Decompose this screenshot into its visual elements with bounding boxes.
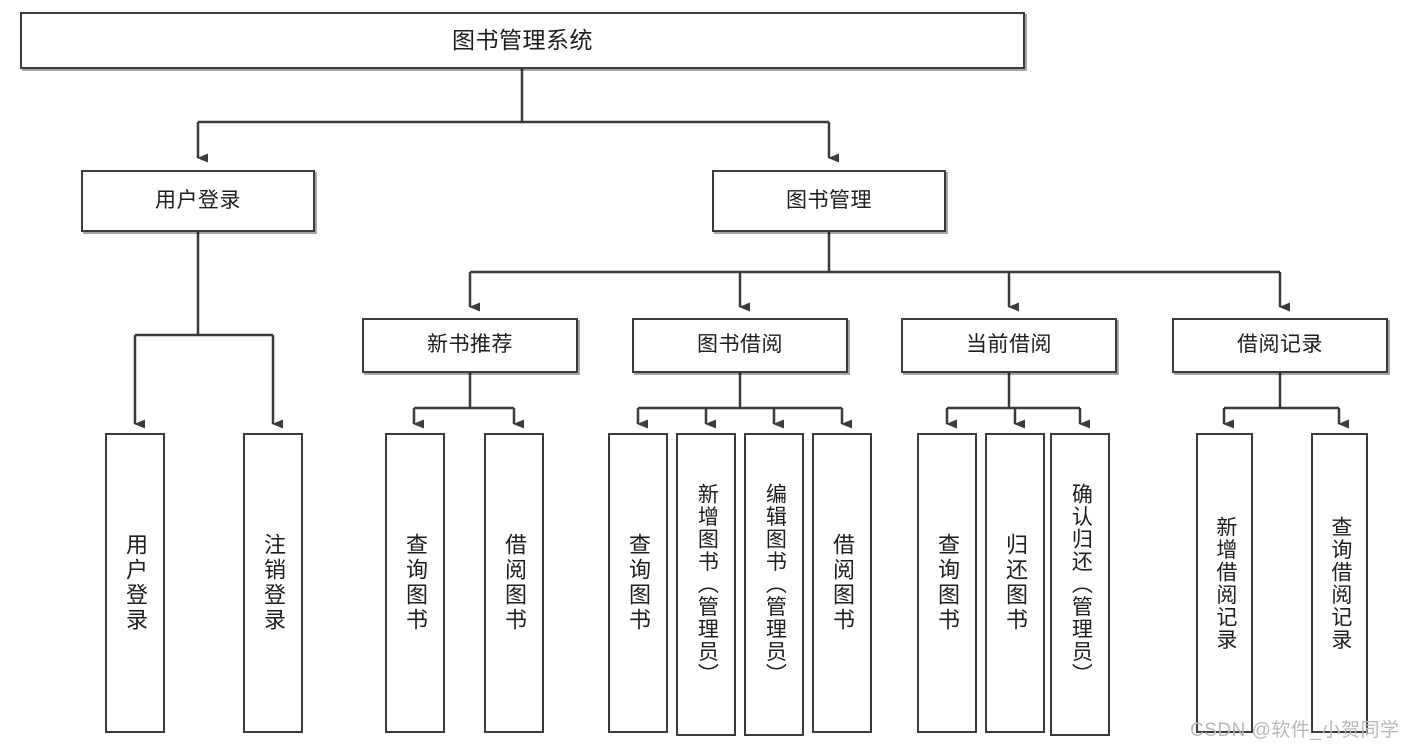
leaf-user-login-login[interactable]: 用户登录 bbox=[105, 433, 165, 733]
leaf-current-borrow-return[interactable]: 归还图书 bbox=[985, 433, 1045, 733]
leaf-book-borrow-add-admin[interactable]: 新增图书（管理员） bbox=[676, 433, 736, 736]
leaf-new-book-query[interactable]: 查询图书 bbox=[385, 433, 445, 733]
node-label: 当前借阅 bbox=[966, 333, 1052, 357]
leaf-borrow-record-query[interactable]: 查询借阅记录 bbox=[1311, 433, 1368, 733]
leaf-user-login-logout[interactable]: 注销登录 bbox=[243, 433, 303, 733]
node-label: 用户登录 bbox=[155, 188, 241, 212]
node-root-book-management-system[interactable]: 图书管理系统 bbox=[20, 12, 1025, 69]
node-new-book-recommend[interactable]: 新书推荐 bbox=[362, 318, 578, 373]
node-label: 新书推荐 bbox=[427, 333, 513, 357]
leaf-book-borrow-query[interactable]: 查询图书 bbox=[608, 433, 668, 733]
node-label: 借阅记录 bbox=[1237, 333, 1323, 357]
node-label: 查询图书 bbox=[625, 533, 651, 633]
node-label: 归还图书 bbox=[1002, 533, 1028, 633]
node-current-borrow[interactable]: 当前借阅 bbox=[901, 318, 1117, 373]
leaf-book-borrow-borrow[interactable]: 借阅图书 bbox=[812, 433, 872, 733]
node-label: 查询图书 bbox=[934, 533, 960, 633]
node-book-management[interactable]: 图书管理 bbox=[712, 170, 946, 232]
node-label: 注销登录 bbox=[260, 533, 286, 633]
node-label: 确认归还（管理员） bbox=[1069, 483, 1093, 686]
node-label: 借阅图书 bbox=[829, 533, 855, 633]
node-borrow-record[interactable]: 借阅记录 bbox=[1172, 318, 1388, 373]
node-label: 借阅图书 bbox=[501, 533, 527, 633]
node-label: 用户登录 bbox=[122, 533, 148, 633]
node-user-login[interactable]: 用户登录 bbox=[81, 170, 315, 232]
watermark: CSDN @软件_小贺同学 bbox=[1190, 720, 1400, 741]
node-book-borrow[interactable]: 图书借阅 bbox=[632, 318, 848, 373]
node-label: 图书借阅 bbox=[697, 333, 783, 357]
node-label: 编辑图书（管理员） bbox=[763, 483, 787, 686]
node-label: 图书管理系统 bbox=[452, 27, 593, 54]
leaf-new-book-borrow[interactable]: 借阅图书 bbox=[484, 433, 544, 733]
leaf-current-borrow-query[interactable]: 查询图书 bbox=[917, 433, 977, 733]
leaf-borrow-record-add[interactable]: 新增借阅记录 bbox=[1196, 433, 1253, 733]
node-label: 图书管理 bbox=[786, 188, 872, 212]
node-label: 新增借阅记录 bbox=[1213, 515, 1237, 651]
node-label: 新增图书（管理员） bbox=[695, 483, 719, 686]
node-label: 查询借阅记录 bbox=[1328, 515, 1352, 651]
leaf-book-borrow-edit-admin[interactable]: 编辑图书（管理员） bbox=[744, 433, 804, 736]
node-label: 查询图书 bbox=[402, 533, 428, 633]
leaf-current-borrow-confirm-admin[interactable]: 确认归还（管理员） bbox=[1050, 433, 1110, 736]
